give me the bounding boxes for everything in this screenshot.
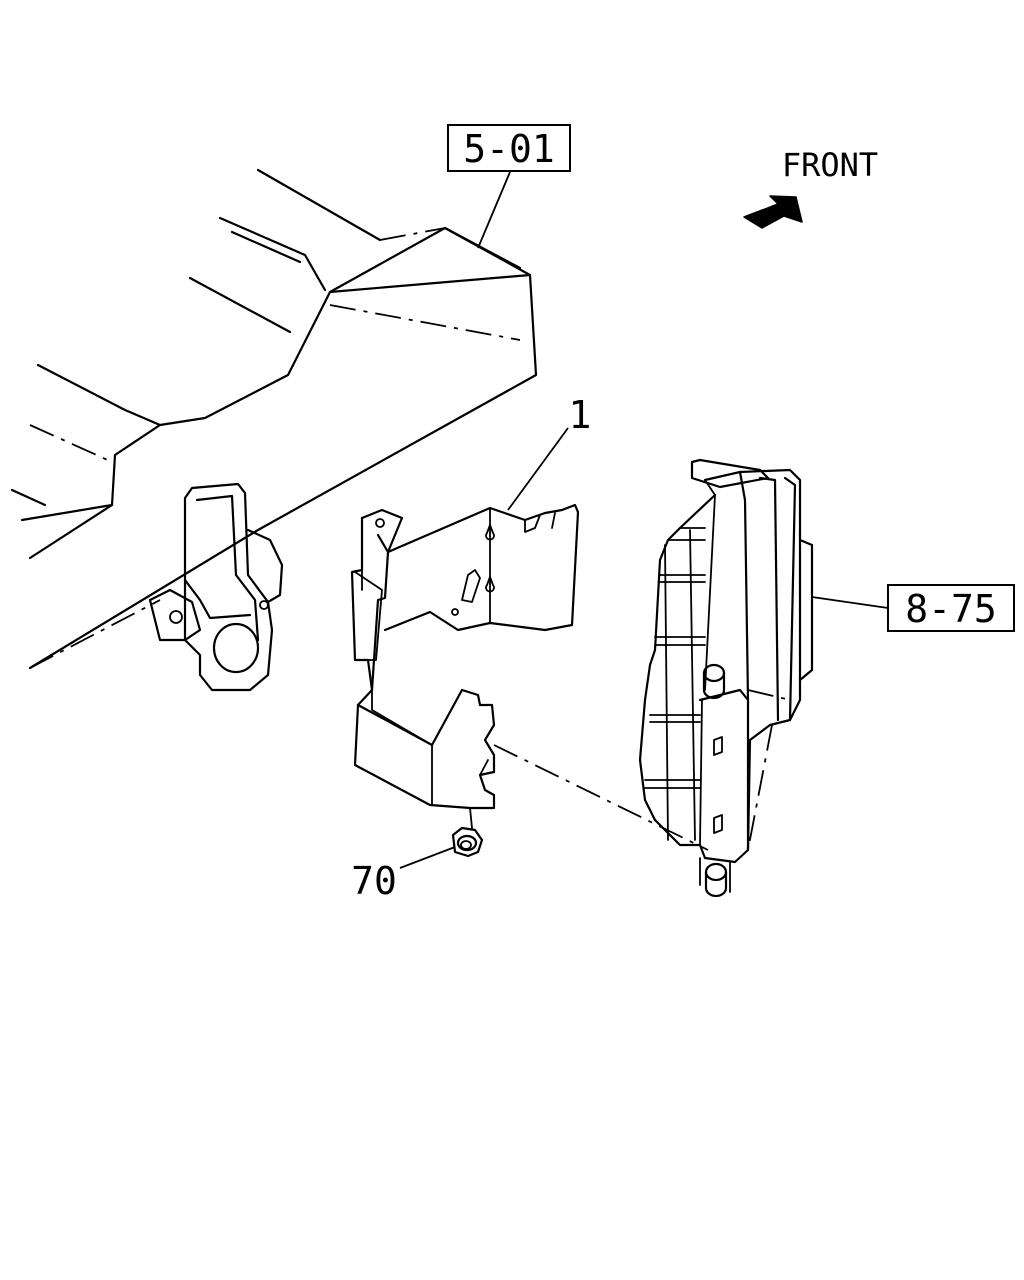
controller-unit (638, 458, 814, 898)
callout-controller-ref[interactable]: 8-75 (887, 584, 1015, 632)
leader-lines (399, 171, 889, 869)
frame-mounting-stay (148, 482, 284, 692)
callout-bracket-part[interactable]: 1 (569, 393, 592, 437)
frame-crossmember (10, 168, 538, 670)
bracket-part (350, 503, 580, 810)
callout-frame-ref[interactable]: 5-01 (447, 124, 571, 172)
arrow-icon (743, 195, 803, 229)
assembly-lines (469, 744, 709, 851)
callout-frame-ref-text: 5-01 (463, 127, 555, 171)
front-label: FRONT (782, 146, 878, 184)
front-indicator: FRONT (743, 146, 878, 229)
callout-controller-ref-text: 8-75 (905, 587, 997, 631)
flange-nut (451, 826, 484, 858)
callout-nut-part[interactable]: 70 (351, 859, 397, 903)
